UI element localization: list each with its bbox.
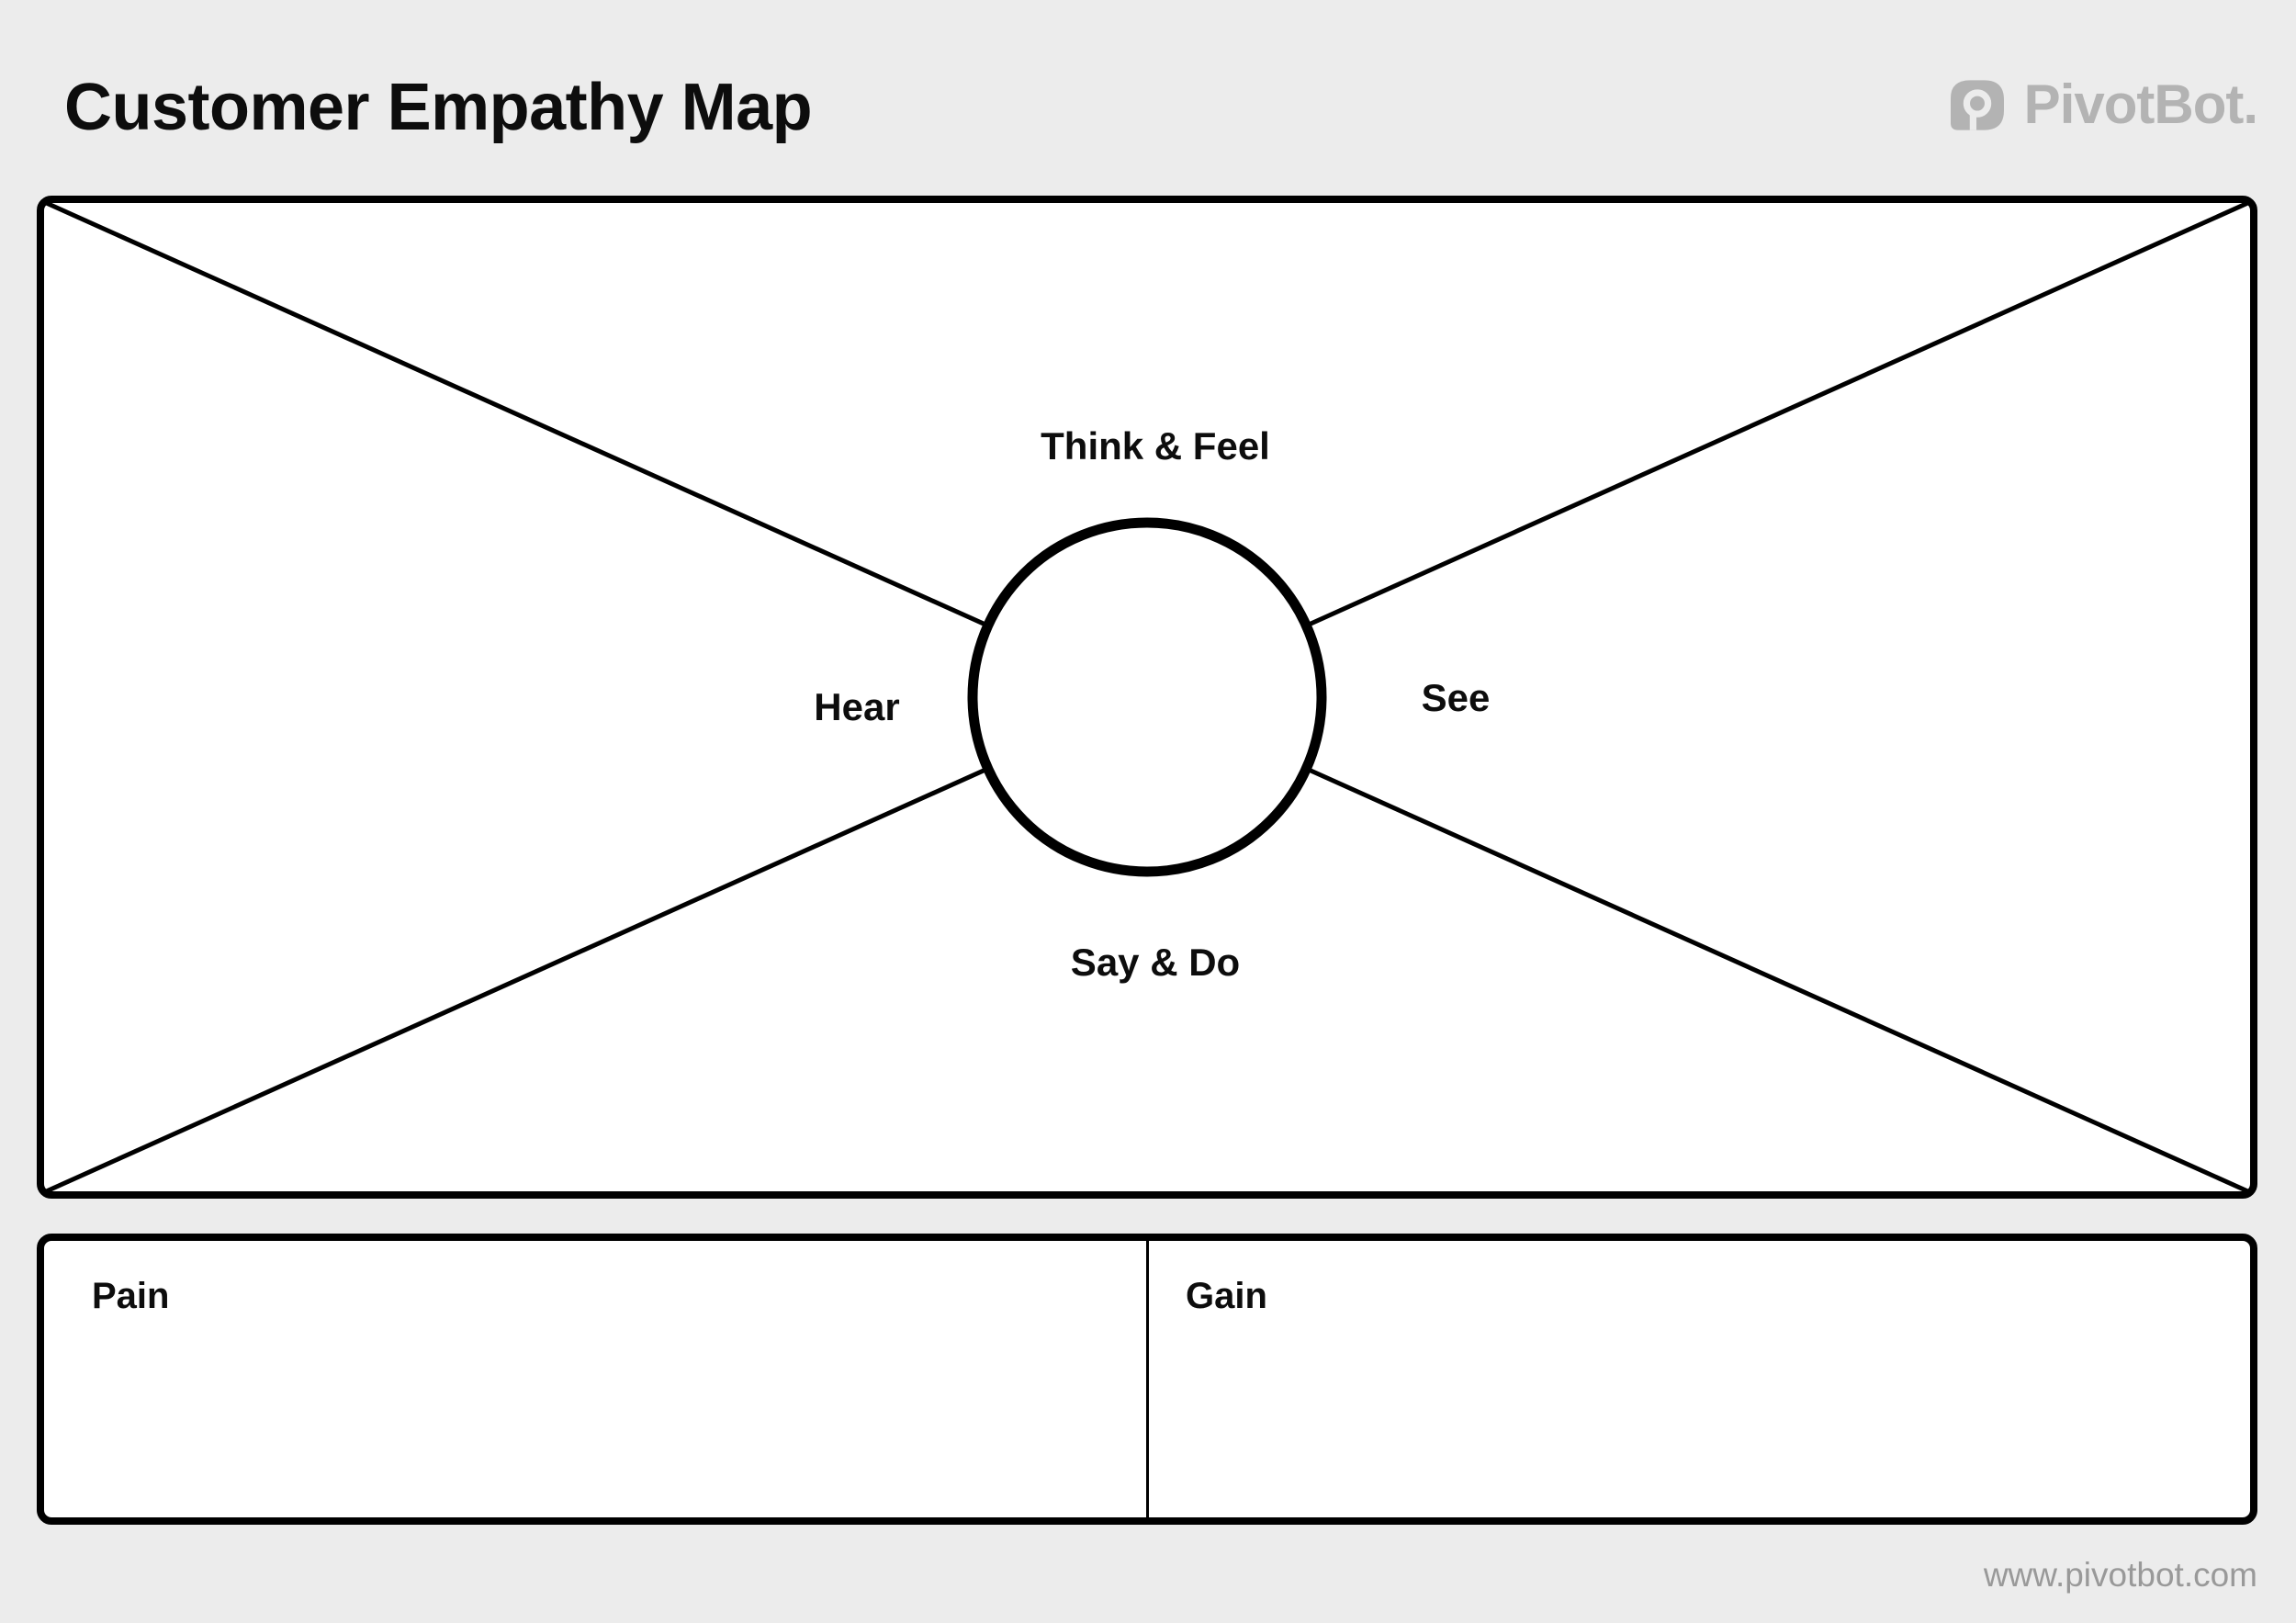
pain-section (44, 1241, 1147, 1517)
footer-url: www.pivotbot.com (1983, 1556, 2257, 1594)
diagonal-top-left (40, 198, 1149, 700)
quadrant-label-see: See (1421, 676, 1491, 719)
diagonal-bottom-right (1145, 694, 2254, 1196)
center-circle (967, 517, 1327, 877)
brand-name: PivotBot. (2023, 73, 2258, 135)
quadrant-label-say-do: Say & Do (1070, 941, 1241, 984)
pivotbot-logo-icon (1950, 79, 2004, 130)
brand-logo: PivotBot. (1950, 73, 2258, 135)
empathy-map-diagram (40, 198, 2254, 1196)
page-title: Customer Empathy Map (64, 71, 813, 144)
pain-gain-panel: Pain Gain (37, 1234, 2257, 1525)
gain-section-label: Gain (1186, 1276, 1267, 1316)
pain-section-label: Pain (92, 1276, 170, 1316)
pain-gain-divider (1145, 1241, 1149, 1517)
gain-section (1147, 1241, 2250, 1517)
diagonal-top-right (1145, 198, 2254, 700)
empathy-map-panel: Think & Feel Hear See Say & Do (37, 196, 2257, 1199)
diagonal-bottom-left (40, 694, 1149, 1196)
quadrant-label-hear: Hear (814, 685, 900, 728)
quadrant-label-think-feel: Think & Feel (1041, 424, 1270, 468)
